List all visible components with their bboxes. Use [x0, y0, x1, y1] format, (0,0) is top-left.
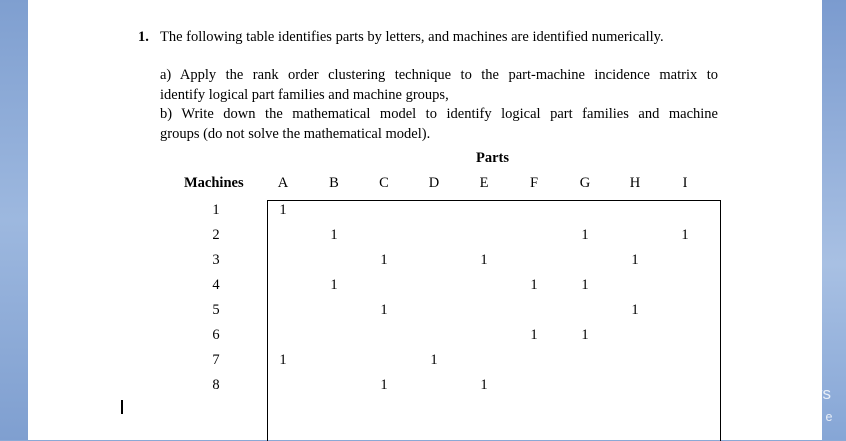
parts-header: Parts	[476, 150, 510, 166]
part-label-i: I	[682, 175, 688, 191]
part-label-a: A	[277, 175, 289, 191]
part-label-g: G	[579, 175, 591, 191]
desktop-background-left	[0, 0, 28, 440]
matrix-cell: 1	[430, 352, 438, 368]
matrix-cell: 1	[279, 352, 287, 368]
matrix-cell: 1	[279, 202, 287, 218]
machine-label-4: 4	[212, 277, 220, 293]
part-label-h: H	[629, 175, 641, 191]
desktop-background-right	[822, 0, 846, 440]
windows-activation-watermark: Windows	[762, 384, 831, 403]
part-label-b: B	[329, 175, 339, 191]
matrix-cell: 1	[631, 302, 639, 318]
part-label-f: F	[529, 175, 539, 191]
question-number: 1.	[138, 29, 149, 45]
text-cursor	[121, 400, 123, 414]
instruction-line: b) Write down the mathematical model to …	[160, 106, 718, 122]
matrix-cell: 1	[530, 277, 538, 293]
machines-header: Machines	[184, 175, 244, 191]
question-text: The following table identifies parts by …	[160, 29, 664, 45]
machine-label-7: 7	[212, 352, 220, 368]
windows-activation-subtitle: Windows'u e	[762, 410, 833, 424]
machine-label-1: 1	[212, 202, 220, 218]
matrix-cell: 1	[631, 252, 639, 268]
matrix-cell: 1	[530, 327, 538, 343]
instructions: a) Apply the rank order clustering techn…	[160, 66, 718, 144]
instruction-line: identify logical part families and machi…	[160, 86, 449, 103]
matrix-cell: 1	[480, 377, 488, 393]
matrix-cell: 1	[581, 227, 589, 243]
matrix-cell: 1	[480, 252, 488, 268]
matrix-cell: 1	[581, 277, 589, 293]
document-page[interactable]: 1. The following table identifies parts b…	[28, 0, 822, 441]
question-heading: 1. The following table identifies parts b…	[138, 28, 758, 47]
part-label-d: D	[428, 175, 440, 191]
machine-label-8: 8	[212, 377, 220, 393]
machine-label-2: 2	[212, 227, 220, 243]
part-label-c: C	[379, 175, 389, 191]
incidence-matrix-border	[267, 200, 721, 441]
matrix-cell: 1	[581, 327, 589, 343]
matrix-cell: 1	[380, 377, 388, 393]
matrix-cell: 1	[330, 277, 338, 293]
instruction-line: a) Apply the rank order clustering techn…	[160, 67, 718, 83]
matrix-cell: 1	[380, 302, 388, 318]
part-label-e: E	[479, 175, 489, 191]
matrix-cell: 1	[380, 252, 388, 268]
instruction-line: groups (do not solve the mathematical mo…	[160, 125, 431, 142]
machine-label-5: 5	[212, 302, 220, 318]
matrix-cell: 1	[330, 227, 338, 243]
machine-label-6: 6	[212, 327, 220, 343]
machine-label-3: 3	[212, 252, 220, 268]
matrix-cell: 1	[681, 227, 689, 243]
